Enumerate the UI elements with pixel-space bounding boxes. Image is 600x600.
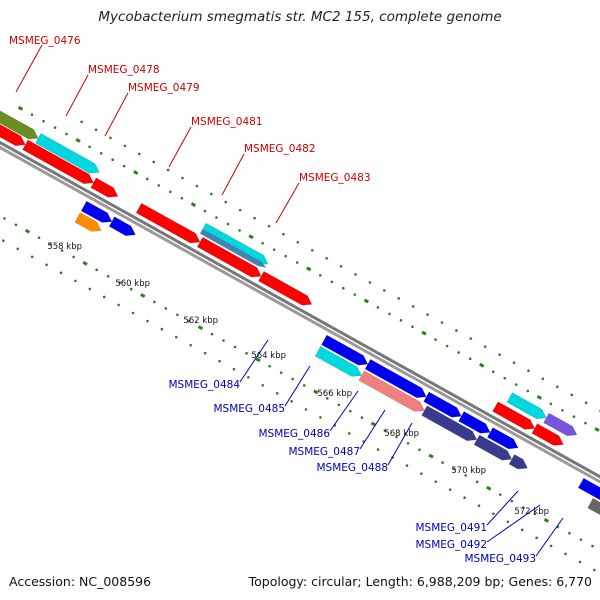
outer-far-dots xyxy=(80,120,600,413)
forward-gene-arrow[interactable] xyxy=(506,392,547,420)
genome-backbone xyxy=(0,140,600,484)
reverse-gene-arrow[interactable] xyxy=(587,497,600,516)
forward-gene-label-leader xyxy=(221,153,245,196)
reverse-gene-label-leader xyxy=(486,504,541,543)
forward-gene-label-leader xyxy=(275,182,300,224)
reverse-gene-arrow[interactable] xyxy=(458,411,491,434)
forward-gene-arrow[interactable] xyxy=(543,412,578,437)
reverse-gene-label: MSMEG_0491 xyxy=(415,522,487,534)
tick-dots-layer xyxy=(2,105,600,572)
reverse-gene-arrow[interactable] xyxy=(108,216,136,237)
reverse-gene-label: MSMEG_0493 xyxy=(464,553,536,565)
reverse-gene-label: MSMEG_0492 xyxy=(415,539,487,551)
feature-arrows-layer xyxy=(0,109,600,516)
forward-gene-label-leader xyxy=(65,74,89,117)
forward-gene-label: MSMEG_0483 xyxy=(299,172,371,184)
reverse-gene-arrow[interactable] xyxy=(321,334,369,366)
kbp-tick-label: 570 kbp xyxy=(451,466,486,476)
topology-text: Topology: circular; Length: 6,988,209 bp… xyxy=(248,574,592,589)
forward-gene-label-leader xyxy=(15,44,43,93)
reverse-gene-label-leader xyxy=(387,422,413,466)
labels-layer: MSMEG_0476MSMEG_0478MSMEG_0479MSMEG_0481… xyxy=(9,35,549,565)
map-title: Mycobacterium smegmatis str. MC2 155, co… xyxy=(98,9,502,25)
forward-gene-arrow[interactable] xyxy=(22,139,94,185)
kbp-tick-label: 560 kbp xyxy=(115,279,150,289)
reverse-gene-arrow[interactable] xyxy=(80,200,113,223)
reverse-gene-arrow[interactable] xyxy=(421,405,478,442)
inner-tick-dots xyxy=(3,217,594,548)
forward-gene-label: MSMEG_0478 xyxy=(88,64,160,76)
forward-gene-label: MSMEG_0481 xyxy=(191,116,263,128)
reverse-gene-label-leader xyxy=(359,409,386,450)
label-leaders-layer xyxy=(15,44,564,557)
reverse-gene-arrow[interactable] xyxy=(577,477,600,503)
reverse-gene-label: MSMEG_0484 xyxy=(168,379,240,391)
reverse-gene-arrow[interactable] xyxy=(364,358,427,399)
forward-gene-arrow[interactable] xyxy=(492,401,536,430)
kbp-tick-label: 562 kbp xyxy=(183,316,218,326)
kbp-tick-label: 558 kbp xyxy=(47,242,82,252)
reverse-gene-label: MSMEG_0487 xyxy=(288,446,360,458)
forward-gene-label: MSMEG_0479 xyxy=(128,82,200,94)
inner-far-dots xyxy=(2,239,596,572)
reverse-gene-arrow[interactable] xyxy=(473,434,513,461)
forward-gene-arrow[interactable] xyxy=(0,120,26,147)
forward-gene-arrow[interactable] xyxy=(196,236,262,278)
reverse-gene-label-leader xyxy=(329,390,359,432)
forward-gene-arrow[interactable] xyxy=(0,109,39,140)
reverse-gene-label-leader xyxy=(284,365,311,407)
kbp-tick-label: 566 kbp xyxy=(317,389,352,399)
outer-tick-dots xyxy=(17,105,600,432)
reverse-gene-arrow[interactable] xyxy=(74,212,102,232)
kbp-tick-label: 572 kbp xyxy=(514,507,549,517)
reverse-gene-arrow[interactable] xyxy=(314,345,362,377)
accession-text: Accession: NC_008596 xyxy=(9,574,152,589)
reverse-gene-label: MSMEG_0485 xyxy=(213,403,285,415)
kbp-tick-label: 564 kbp xyxy=(251,351,286,361)
reverse-gene-arrow[interactable] xyxy=(358,370,425,412)
forward-gene-arrow[interactable] xyxy=(35,132,100,174)
reverse-gene-label: MSMEG_0486 xyxy=(258,428,330,440)
reverse-gene-arrow[interactable] xyxy=(423,391,462,418)
reverse-gene-label-leader xyxy=(535,517,564,557)
forward-gene-label-leader xyxy=(168,126,192,168)
forward-gene-arrow[interactable] xyxy=(531,423,564,446)
forward-gene-arrow[interactable] xyxy=(258,270,313,306)
forward-gene-label: MSMEG_0482 xyxy=(244,143,316,155)
forward-gene-label-leader xyxy=(104,92,129,137)
reverse-gene-label-leader xyxy=(239,339,269,383)
reverse-gene-label: MSMEG_0488 xyxy=(316,462,388,474)
reverse-gene-label-leader xyxy=(486,490,519,526)
kbp-tick-label: 568 kbp xyxy=(384,429,419,439)
forward-gene-arrow[interactable] xyxy=(199,228,267,268)
forward-gene-label: MSMEG_0476 xyxy=(9,35,81,47)
forward-gene-arrow[interactable] xyxy=(90,177,119,198)
reverse-gene-arrow[interactable] xyxy=(486,427,519,450)
reverse-gene-arrow[interactable] xyxy=(508,454,528,470)
forward-gene-arrow[interactable] xyxy=(135,202,201,244)
